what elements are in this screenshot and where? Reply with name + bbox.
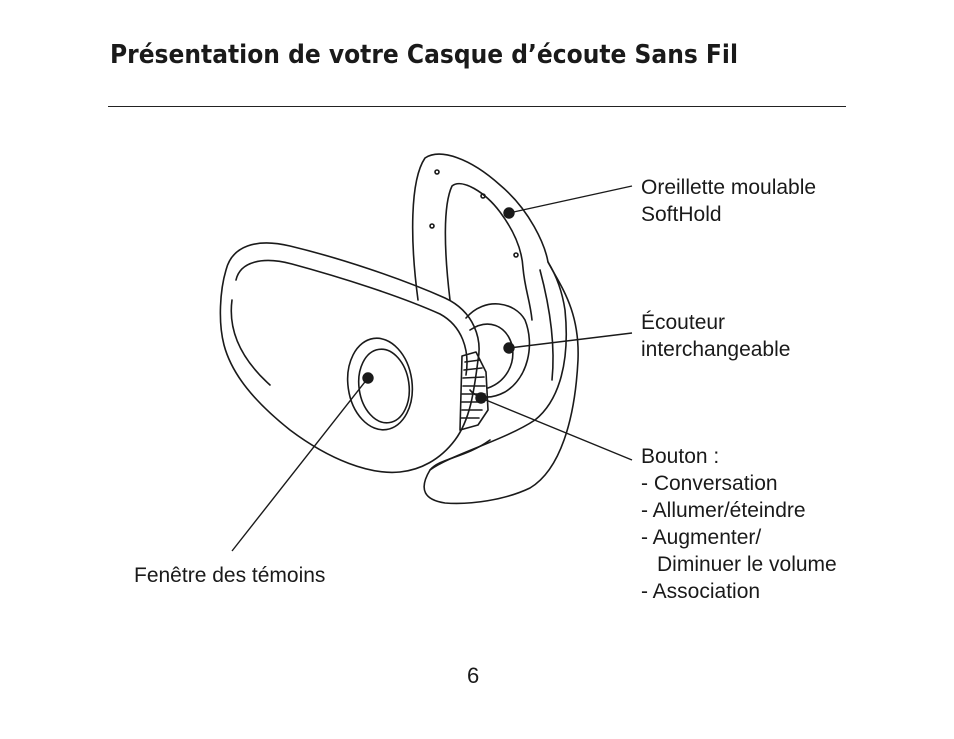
indicator-label: Fenêtre des témoins (134, 564, 326, 587)
button-function-item: - Augmenter/ (641, 526, 762, 549)
button-function-item: - Association (641, 580, 761, 603)
eartip-leader (508, 332, 633, 349)
earhook-outline (411, 153, 579, 505)
volume-button (459, 351, 489, 431)
button-label: Bouton : - Conversation - Allumer/éteind… (641, 443, 837, 605)
earhook-inner (444, 182, 533, 321)
page-number: 6 (467, 663, 480, 688)
earhook-label: Oreillette moulable SoftHold (641, 174, 816, 228)
eartip-label: Écouteur interchangeable (641, 309, 790, 363)
eartip-label-line2: interchangeable (641, 338, 791, 361)
button-function-item: Diminuer le volume (657, 553, 837, 576)
page-title: Présentation de votre Casque d’écoute Sa… (110, 40, 738, 70)
button-function-item: - Allumer/éteindre (641, 499, 806, 522)
button-label-heading: Bouton : (641, 445, 720, 468)
earhook-label-line2: SoftHold (641, 203, 722, 226)
earhook-leader (508, 185, 633, 214)
title-divider (108, 106, 846, 107)
eartip-label-line1: Écouteur (641, 311, 726, 334)
button-function-item: - Conversation (641, 472, 778, 495)
button-leader (480, 397, 633, 461)
indicator-window (346, 337, 414, 431)
indicator-leader (231, 377, 369, 552)
earhook-label-line1: Oreillette moulable (641, 176, 817, 199)
body-shell (219, 242, 480, 474)
